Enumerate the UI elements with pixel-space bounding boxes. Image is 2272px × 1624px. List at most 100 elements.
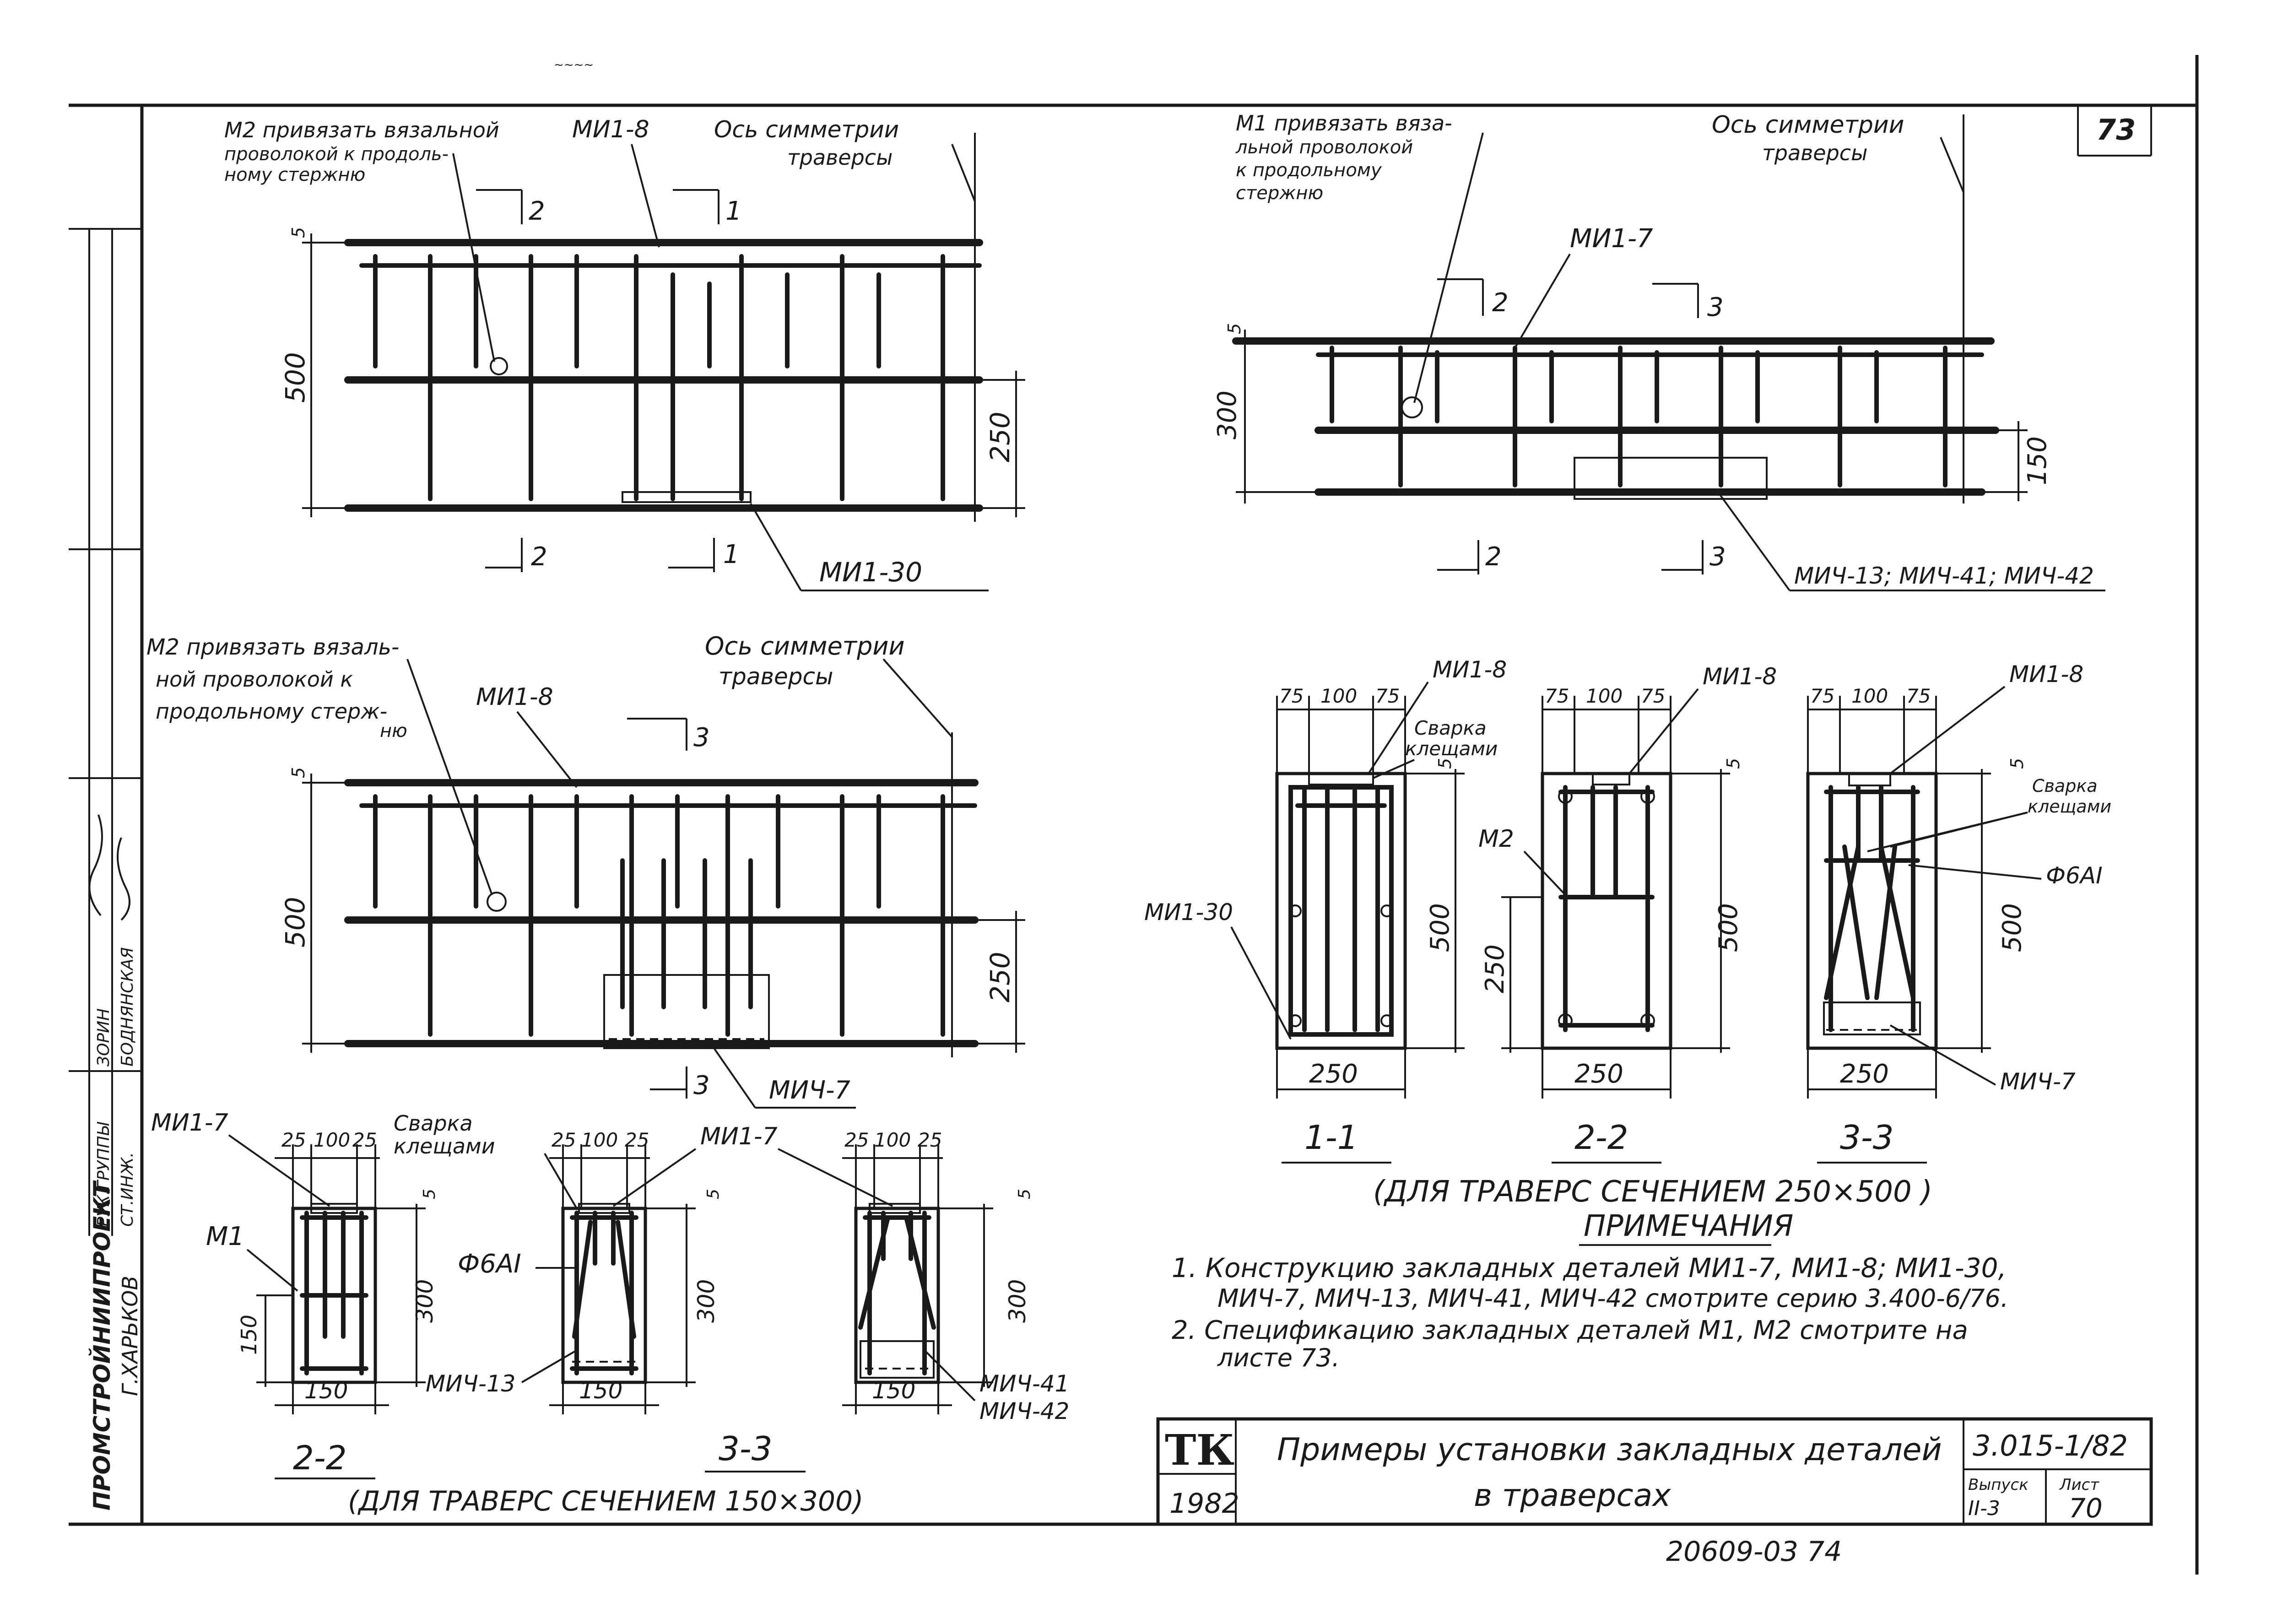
plate-mi1-30 xyxy=(622,491,752,503)
title-block: ТК 1982 Примеры установки закладных дета… xyxy=(1156,1417,2153,1526)
dim-100-a3: 100 xyxy=(1851,685,1888,707)
note-1-cont: МИЧ-7, МИЧ-13, МИЧ-41, МИЧ-42 смотрите с… xyxy=(1217,1284,2008,1313)
drawing-title-1: Примеры установки закладных деталей xyxy=(1277,1432,1942,1468)
issue-label: Выпуск xyxy=(1968,1476,2029,1494)
section-1-1 xyxy=(1275,772,1407,1050)
sdim-5-3: 5 xyxy=(1015,1189,1034,1199)
issue-value: II-3 xyxy=(1968,1497,2000,1520)
note-ml-1: М2 привязать вязаль- xyxy=(146,634,399,660)
axis-tl-2: траверсы xyxy=(787,145,893,170)
sdim-25-b2: 25 xyxy=(625,1129,649,1151)
dim-150-tr: 150 xyxy=(2023,436,2052,485)
part-tr: МИ1-7 xyxy=(1570,224,1653,254)
dim-100-a2: 100 xyxy=(1586,685,1623,707)
cut-3-top-tr: 3 xyxy=(1707,292,1724,322)
dim-5-tr: 5 xyxy=(1224,323,1244,334)
dim-250-ml: 250 xyxy=(985,952,1016,1002)
bottom-part-ml: МИЧ-7 xyxy=(769,1076,850,1104)
label-mi1-30: МИ1-30 xyxy=(1144,899,1233,926)
axis-tl-1: Ось симметрии xyxy=(714,116,899,143)
view-top-right: 5 300 150 2 3 2 3 М1 привязать вяза- льн… xyxy=(1212,111,2105,591)
sections-large: 75 100 75 75 100 75 75 100 75 250 250 25… xyxy=(1144,656,2111,1209)
cut-2-top-tr: 2 xyxy=(1492,288,1509,318)
label-weld-s3-2: клещами xyxy=(2028,796,2111,817)
dim-75-a2: 75 xyxy=(1545,685,1569,707)
stamp-city: Г.ХАРЬКОВ xyxy=(118,1276,142,1396)
sdim-300-3: 300 xyxy=(1004,1279,1031,1323)
title-1-1: 1-1 xyxy=(1304,1118,1358,1157)
bottom-dims-small: 150 150 150 xyxy=(275,1377,952,1414)
dim-250-w3: 250 xyxy=(1840,1059,1889,1089)
note-ml-2: ной проволокой к xyxy=(156,667,353,692)
stirrups-tl xyxy=(373,254,945,501)
bottom-dims-large: 250 250 250 xyxy=(1276,1048,1937,1099)
m1-detail-tr xyxy=(1401,396,1423,418)
cut-2-top-tl: 2 xyxy=(529,196,545,226)
label-rebar-s3: Ф6АI xyxy=(2046,862,2103,889)
stirrups-ml xyxy=(373,794,945,1037)
stirrups-tr xyxy=(1330,346,1947,487)
sdim-300-2: 300 xyxy=(693,1279,719,1323)
note-ml-4: ню xyxy=(380,720,407,742)
label-weld-s1-2: клещами xyxy=(1405,737,1498,760)
view-mid-left: 5 500 250 3 3 М2 привязать вязаль- ной п… xyxy=(146,632,1025,1109)
dim-300-tr: 300 xyxy=(1212,390,1242,439)
dim-500-tl: 500 xyxy=(280,352,311,403)
note-2: 2. Спецификацию закладных деталей М1, М2… xyxy=(1172,1315,1968,1345)
label-mich41: МИЧ-41 xyxy=(979,1370,1069,1397)
cut-1-bot-tl: 1 xyxy=(723,540,740,569)
axis-tr-1: Ось симметрии xyxy=(1712,111,1904,139)
part-ml: МИ1-8 xyxy=(476,683,553,711)
sdim-25-b1: 25 xyxy=(352,1129,377,1151)
sdim-100-a3: 100 xyxy=(874,1129,911,1151)
cut-2-bot-tr: 2 xyxy=(1485,542,1502,572)
tk-year: 1982 xyxy=(1169,1488,1239,1520)
top-dims-small: 25 100 25 25 100 25 25 100 25 xyxy=(275,1129,943,1208)
section-2-2b-small xyxy=(561,1203,647,1384)
sdim-100-a2: 100 xyxy=(581,1129,618,1151)
title-3-3-large: 3-3 xyxy=(1840,1118,1894,1157)
label-weld-s3-1: Сварка xyxy=(2032,776,2098,796)
sheet-frame xyxy=(69,55,2199,1575)
label-weld-small-2: клещами xyxy=(394,1134,495,1158)
dim-500-s1: 500 xyxy=(1425,903,1455,952)
sdim-25-a3: 25 xyxy=(844,1129,869,1151)
sdim-25-a2: 25 xyxy=(552,1129,576,1151)
dim-100-a1: 100 xyxy=(1320,685,1357,707)
dim-75-a3: 75 xyxy=(1810,685,1834,707)
sdim-5-2: 5 xyxy=(704,1189,723,1199)
view-top-left: 5 500 250 2 1 2 1 М2 привязать вязальной… xyxy=(224,116,1025,591)
m2-detail-ml xyxy=(487,892,507,912)
sheet-label: Лист xyxy=(2059,1476,2099,1494)
dim-75-b2: 75 xyxy=(1641,685,1665,707)
dim-250-w1: 250 xyxy=(1309,1059,1358,1089)
note-1: 1. Конструкцию закладных деталей МИ1-7, … xyxy=(1172,1252,2007,1283)
stamp-name-1: ЗОРИН xyxy=(94,1008,113,1066)
tk-logo: ТК xyxy=(1165,1425,1234,1475)
title-2-2-small: 2-2 xyxy=(293,1439,347,1477)
sdim-150-w2: 150 xyxy=(579,1377,622,1404)
label-mich7: МИЧ-7 xyxy=(2000,1068,2076,1095)
sdim-150-w1: 150 xyxy=(304,1377,348,1404)
dim-75-b3: 75 xyxy=(1906,685,1931,707)
stamp-role-1: РУК.ГРУППЫ xyxy=(94,1122,113,1227)
footer-code: 20609-03 74 xyxy=(1666,1536,1842,1568)
label-mich13: МИЧ-13 xyxy=(426,1370,515,1397)
stamp-name-2: БОДНЯНСКАЯ xyxy=(118,947,137,1066)
note-tr-3: к продольному xyxy=(1236,160,1382,181)
dim-250-h2: 250 xyxy=(1480,944,1510,993)
label-m2: М2 xyxy=(1478,825,1514,853)
dim-250-tl: 250 xyxy=(985,411,1016,462)
label-rebar-small: Ф6АI xyxy=(458,1249,521,1279)
bottom-parts-tr: МИЧ-13; МИЧ-41; МИЧ-42 xyxy=(1794,563,2094,589)
sheet-value: 70 xyxy=(2069,1493,2103,1524)
plate-mich7 xyxy=(603,974,770,1049)
sections-small: 25 100 25 25 100 25 25 100 25 150 150 15… xyxy=(151,1109,1069,1517)
cut-3-bot-ml: 3 xyxy=(693,1071,710,1100)
title-3-3-small: 3-3 xyxy=(719,1429,773,1468)
notes: ПРИМЕЧАНИЯ 1. Конструкцию закладных дета… xyxy=(1172,1209,2008,1372)
label-weld-small-1: Сварка xyxy=(394,1111,473,1136)
dim-75-b1: 75 xyxy=(1375,685,1400,707)
top-dims-large: 75 100 75 75 100 75 75 100 75 xyxy=(1276,685,1937,774)
sdim-25-a1: 25 xyxy=(281,1129,306,1151)
